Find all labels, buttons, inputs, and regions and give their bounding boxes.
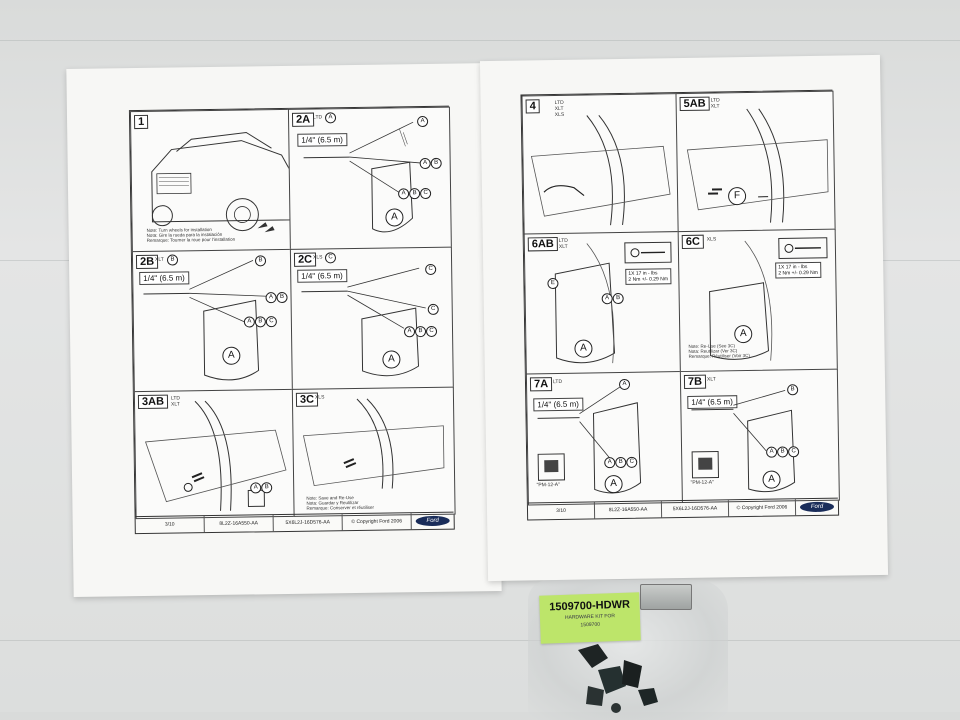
panel-step-3c: 3C XLS Note: Save and Re-Use Nota: Guard…	[292, 387, 456, 517]
page-footer: 3/10 8L2Z-16A550-AA 5X6L2J-16D576-AA © C…	[528, 498, 838, 520]
callout-b: B	[777, 446, 788, 457]
panel-step-1: 1 Note: Turn wheels for installation Not…	[130, 109, 292, 253]
callout-b: B	[415, 326, 426, 337]
panel-step-2c: 2C XLS C 1/4" (6.5 m) C C A B C A	[290, 247, 454, 391]
mud-flap-diagram	[525, 232, 681, 374]
callout-a: A	[766, 447, 777, 458]
callout-a: A	[250, 482, 261, 493]
panel-step-2a: 2A LTD A 1/4" (6.5 m) A A B A B C A	[288, 107, 452, 251]
callout-a: A	[404, 326, 415, 337]
copyright: © Copyright Ford 2006	[729, 499, 796, 516]
copyright: © Copyright Ford 2006	[343, 513, 412, 530]
callout-b: B	[431, 158, 442, 169]
callout-a: A	[619, 379, 630, 390]
part-code: 5X6L2J-16D576-AA	[662, 500, 729, 517]
callout-a: A	[244, 316, 255, 327]
ford-logo-icon: Ford	[800, 502, 834, 513]
page-number: 3/10	[528, 502, 595, 519]
torque-spec: 1X 17 in - lbs 2 Nm +/- 0.29 Nm	[625, 268, 671, 285]
callout-a: A	[265, 292, 276, 303]
tool-label: "PM-12-A"	[691, 480, 714, 486]
instruction-sheet-left: 1 Note: Turn wheels for installation Not…	[66, 63, 501, 597]
flap-label: A	[222, 347, 240, 365]
callout-b: B	[409, 188, 420, 199]
tool-label: "PM-12-A"	[537, 482, 560, 488]
metal-clip	[640, 584, 692, 610]
torque-line: 2 Nm +/- 0.29 Nm	[628, 276, 668, 283]
callout-e: E	[547, 278, 558, 289]
wheel-well-diagram	[135, 390, 295, 518]
instruction-page-right: 4 LTD XLT XLS 5AB LTD XLT F 6	[520, 90, 839, 521]
ford-logo-icon: Ford	[416, 516, 450, 526]
torque-line: 2 Nm +/- 0.29 Nm	[778, 270, 818, 277]
step-note: Remarque: Réutiliser (Voir 3C)	[689, 353, 750, 359]
callout-b: B	[276, 292, 287, 303]
floor-seam	[0, 40, 960, 41]
part-code: 5X6L2J-16D576-AA	[274, 514, 343, 531]
instruction-page-left: 1 Note: Turn wheels for installation Not…	[129, 106, 455, 534]
callout-c: C	[425, 264, 436, 275]
torque-spec: 1X 17 in - lbs 2 Nm +/- 0.29 Nm	[775, 262, 821, 279]
flap-label: A	[382, 350, 400, 368]
floor-seam	[0, 640, 960, 641]
instruction-sheet-right: 4 LTD XLT XLS 5AB LTD XLT F 6	[480, 55, 888, 581]
callout-a: A	[417, 116, 428, 127]
callout-b: B	[261, 482, 272, 493]
wheel-well-diagram	[676, 92, 834, 232]
step-note: Remarque: Conserver et réutiliser	[306, 505, 374, 511]
kit-part-number: 1509700-HDWR	[539, 598, 639, 613]
panel-step-5ab: 5AB LTD XLT F	[675, 91, 835, 233]
callout-b: B	[255, 255, 266, 266]
panel-step-7b: 7B XLT 1/4" (6.5 m) B A B C A "PM-12-A"	[680, 369, 840, 503]
kit-description: 1509700	[540, 620, 640, 629]
panel-step-7a: 7A LTD 1/4" (6.5 m) A A B C A "PM-12-A"	[526, 371, 684, 505]
page-footer: 3/10 8L2Z-16A550-AA 5X6L2J-16D576-AA © C…	[136, 512, 454, 533]
part-code: 8L2Z-16A550-AA	[205, 515, 274, 532]
part-code: 8L2Z-16A550-AA	[595, 501, 662, 518]
callout-a: A	[398, 188, 409, 199]
panel-step-6ab: 6AB LTD XLT 1X 17 in - lbs 2 Nm +/- 0.29…	[524, 231, 682, 375]
panel-step-6c: 6C XLS 1X 17 in - lbs 2 Nm +/- 0.29 Nm A…	[678, 229, 838, 373]
callout-c: C	[426, 326, 437, 337]
callout-c: C	[428, 304, 439, 315]
panel-step-3ab: 3AB LTD XLT A B	[134, 389, 296, 519]
panel-step-2b: 2B XLT B 1/4" (6.5 m) B A B A B C A	[132, 249, 294, 393]
wheel-well-diagram	[523, 94, 679, 234]
mud-flap-diagram	[289, 108, 451, 250]
panel-step-4: 4 LTD XLT XLS	[521, 93, 679, 235]
page-number: 3/10	[136, 516, 205, 533]
callout-a: A	[420, 158, 431, 169]
callout-b: B	[255, 316, 266, 327]
callout-c: C	[626, 457, 637, 468]
hardware-kit-label: 1509700-HDWR HARDWARE KIT FOR 1509700	[539, 592, 641, 643]
callout-c: C	[420, 188, 431, 199]
